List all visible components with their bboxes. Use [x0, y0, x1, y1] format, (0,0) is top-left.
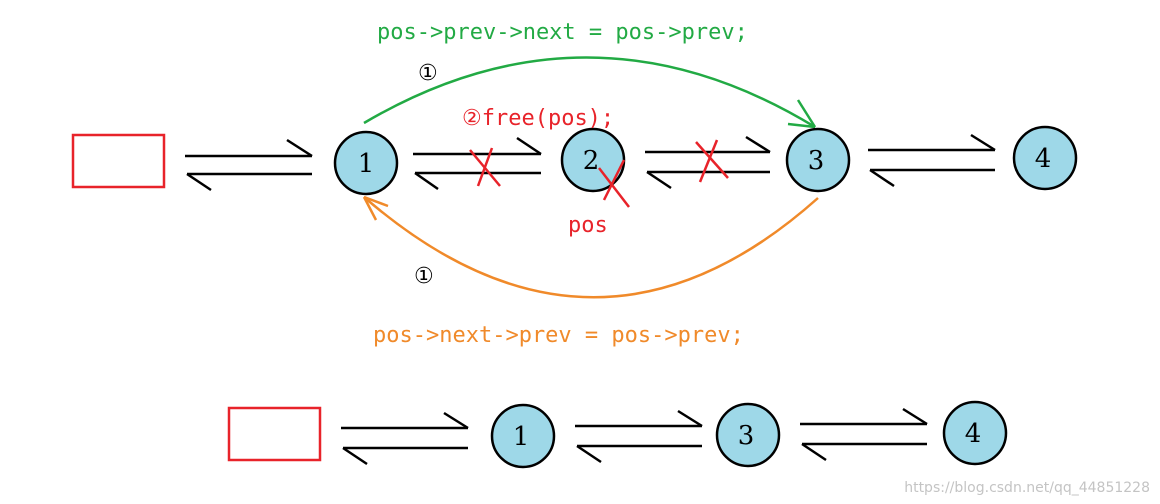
top-arrow-3-to-2 [646, 170, 770, 190]
bottom-head-box [227, 406, 322, 462]
bottom-node-4-label: 4 [965, 419, 982, 449]
top-node-4: 4 [1012, 125, 1078, 191]
watermark: https://blog.csdn.net/qq_44851228 [904, 480, 1150, 496]
bottom-arrow-3-to-4 [800, 407, 928, 426]
bottom-arrow-head-to-1 [341, 411, 469, 430]
top-node-4-label: 4 [1035, 144, 1052, 174]
cross-mark-node-2 [598, 159, 630, 208]
top-arrow-2-to-1 [414, 171, 541, 191]
top-node-3: 3 [785, 127, 851, 193]
top-node-1: 1 [333, 130, 399, 196]
top-head-box [71, 133, 166, 189]
code-next-prev: pos->next->prev = pos->prev; [373, 323, 744, 348]
top-arrow-1-to-head [186, 172, 312, 192]
top-arrow-2-to-3 [645, 135, 771, 154]
cross-mark-1-2 [469, 147, 501, 187]
top-node-1-label: 1 [358, 149, 375, 179]
green-curve-1-to-3 [363, 56, 817, 129]
pos-label: pos [568, 213, 608, 238]
bottom-node-1: 1 [490, 403, 556, 469]
bottom-node-1-label: 1 [513, 422, 530, 452]
top-node-2-label: 2 [583, 146, 600, 176]
top-arrow-3-to-4 [868, 133, 996, 152]
orange-curve-3-to-1 [362, 195, 819, 299]
top-arrow-head-to-1 [185, 138, 313, 158]
step2-free-pos: ②free(pos); [462, 106, 614, 131]
step1-green-marker: ① [418, 61, 438, 86]
step1-orange-marker: ① [414, 264, 434, 289]
bottom-arrow-1-to-3 [575, 409, 703, 428]
bottom-arrow-4-to-3 [801, 442, 927, 462]
bottom-arrow-3-to-1 [576, 444, 702, 464]
top-arrow-1-to-2 [413, 136, 542, 156]
bottom-node-3: 3 [715, 402, 781, 468]
top-node-2: 2 [560, 127, 626, 193]
code-prev-next: pos->prev->next = pos->prev; [377, 20, 748, 45]
top-node-3-label: 3 [808, 146, 825, 176]
cross-mark-2-3 [695, 139, 729, 183]
bottom-node-3-label: 3 [738, 421, 755, 451]
bottom-arrow-1-to-head [342, 446, 468, 466]
top-arrow-4-to-3 [869, 168, 995, 188]
bottom-node-4: 4 [942, 400, 1008, 466]
